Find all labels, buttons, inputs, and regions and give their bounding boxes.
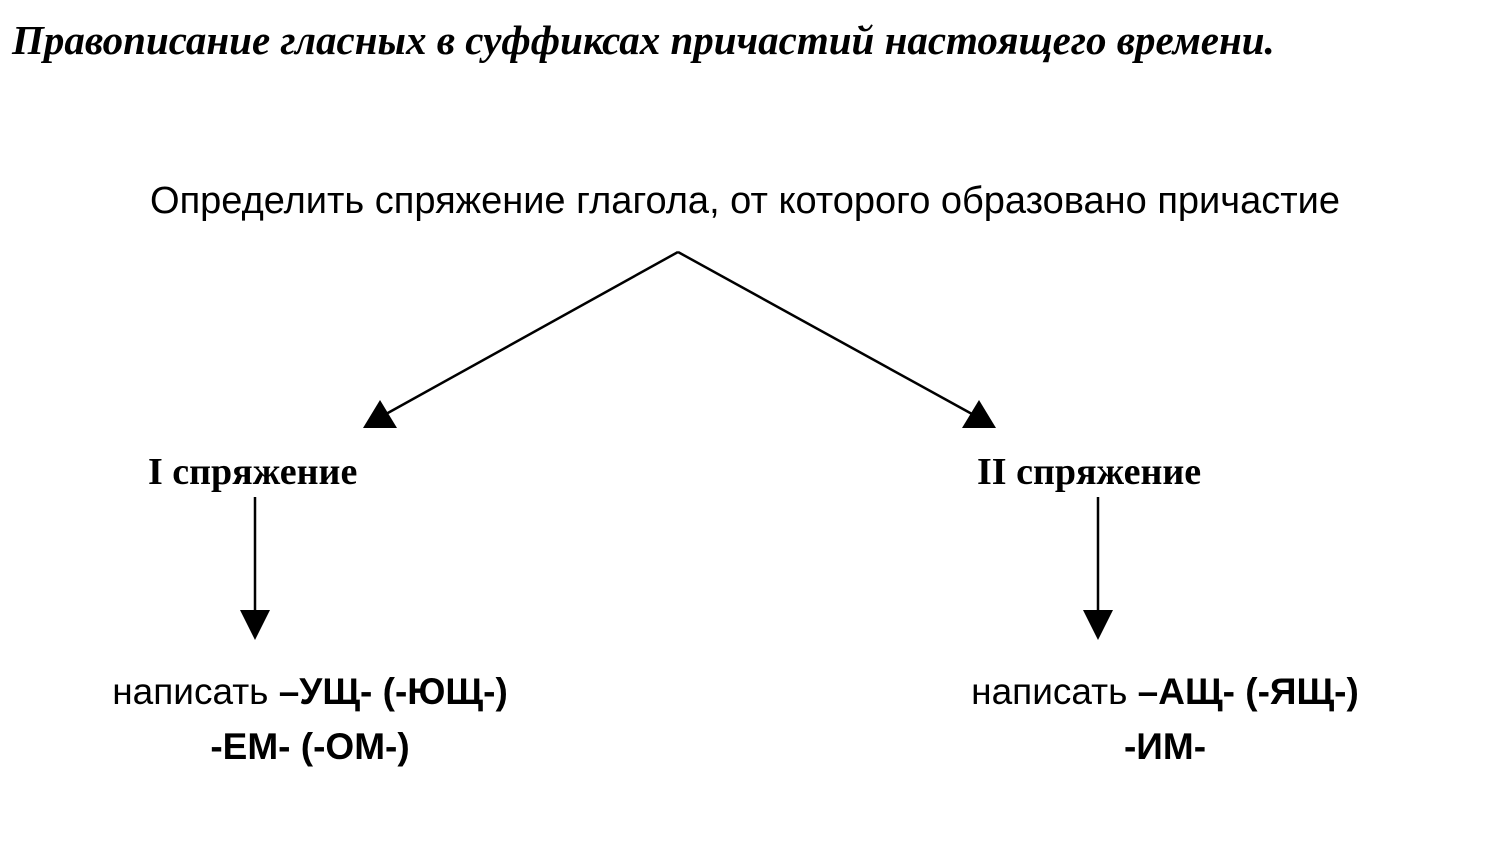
arrowhead-right-down (1083, 610, 1113, 640)
root-node-text: Определить спряжение глагола, от которог… (150, 180, 1340, 222)
second-result-prefix: написать (971, 671, 1138, 712)
first-conjugation-label: I спряжение (148, 451, 358, 493)
second-result-suffixes: –АЩ- (-ЯЩ-) (1137, 671, 1359, 712)
first-result-line2: -ЕМ- (-ОМ-) (40, 719, 580, 774)
first-result-line1: написать –УЩ- (-ЮЩ-) (40, 664, 580, 719)
arrow-to-second-conjugation (677, 250, 973, 416)
arrowhead-left-diagonal (363, 400, 397, 428)
second-result-line1: написать –АЩ- (-ЯЩ-) (905, 664, 1425, 719)
arrowhead-right-diagonal (962, 400, 996, 428)
second-conjugation-label: II спряжение (977, 451, 1202, 493)
second-conjugation-result: написать –АЩ- (-ЯЩ-) -ИМ- (905, 664, 1425, 774)
arrowhead-left-down (240, 610, 270, 640)
first-result-prefix: написать (112, 671, 279, 712)
first-result-suffixes-line2: -ЕМ- (-ОМ-) (210, 726, 410, 767)
arrow-to-first-conjugation (385, 250, 679, 416)
second-result-line2: -ИМ- (905, 719, 1425, 774)
first-conjugation-result: написать –УЩ- (-ЮЩ-) -ЕМ- (-ОМ-) (40, 664, 580, 774)
second-result-suffixes-line2: -ИМ- (1123, 726, 1207, 767)
first-result-suffixes: –УЩ- (-ЮЩ-) (278, 671, 508, 712)
diagram-title: Правописание гласных в суффиксах причаст… (12, 17, 1275, 63)
